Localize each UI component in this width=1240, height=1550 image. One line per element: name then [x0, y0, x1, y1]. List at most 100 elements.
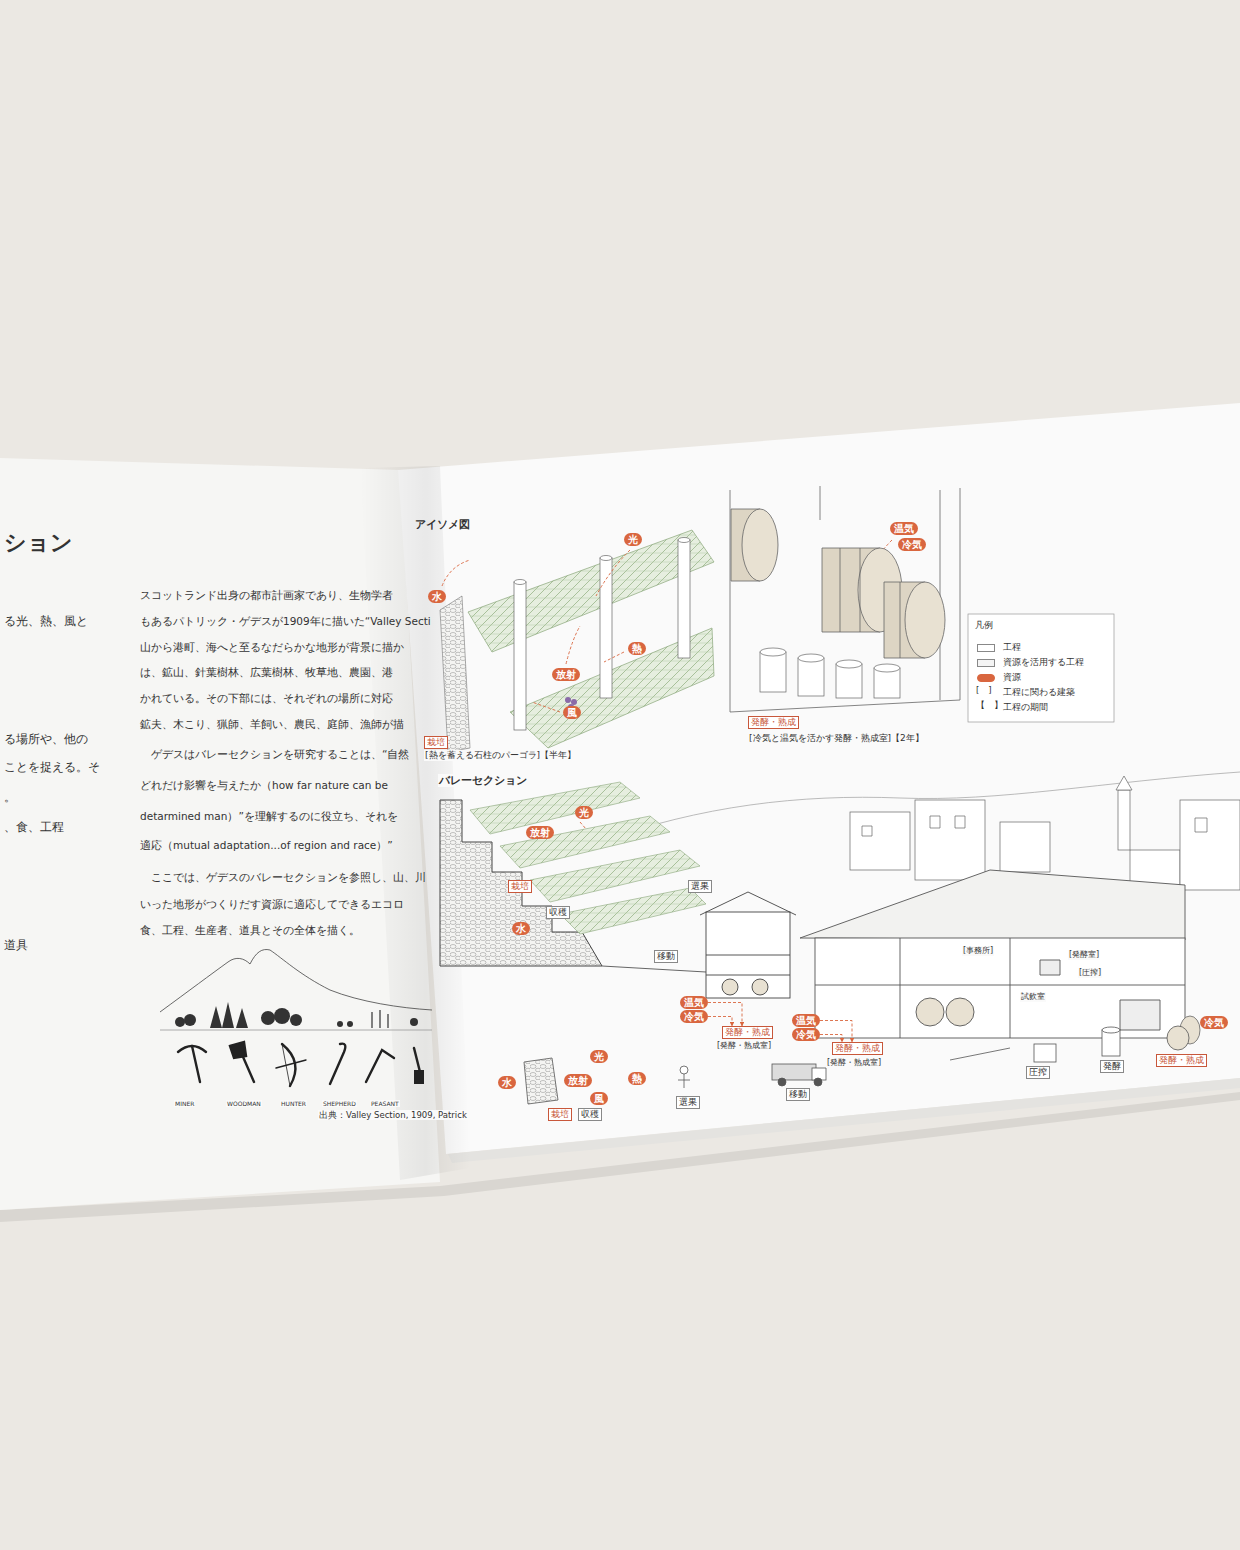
barrels [731, 509, 945, 658]
small-winery [706, 912, 790, 998]
node-text: 移動 [657, 951, 675, 962]
node-text: 温気 [796, 1014, 816, 1027]
town-houses [1116, 776, 1132, 790]
tool-icons [178, 1042, 424, 1086]
node-text: 圧搾 [1029, 1067, 1047, 1078]
process-strip [680, 1066, 688, 1074]
process-tag: 移動 [786, 1088, 810, 1101]
text-label: WOODMAN [226, 1100, 262, 1107]
resource-arrow [820, 1035, 842, 1043]
book-pages [0, 403, 1240, 1222]
process-strip [1102, 1027, 1120, 1033]
text-label: [圧搾] [1078, 968, 1102, 978]
text-label: アイソメ図 [415, 518, 470, 531]
text-label: [冷気と温気を活かす発酵・熟成室]【2年】 [748, 733, 925, 744]
tanks [798, 658, 824, 696]
small-winery [700, 892, 796, 998]
node-text: 冷気 [1204, 1016, 1224, 1029]
barrels [840, 548, 860, 632]
book-pages [398, 403, 1240, 1154]
legend-swatch [977, 644, 995, 652]
node-text: 光 [579, 806, 589, 819]
text-label: SHEPHERD [322, 1100, 357, 1107]
town-houses [850, 776, 1240, 890]
node-text: 放射 [556, 668, 576, 681]
node-text: 温気 [684, 996, 704, 1009]
text-label: [熱を蓄える石柱のパーゴラ]【半年】 [424, 750, 577, 761]
main-winery [1040, 960, 1160, 1030]
node-text: 選果 [679, 1097, 697, 1108]
resource-leaders [604, 652, 624, 662]
text-label: スコットランド出身の都市計画家であり、生物学者 [140, 589, 393, 602]
tree-icons [184, 1014, 196, 1026]
node-text: 収穫 [549, 907, 567, 918]
main-winery [800, 870, 1185, 1038]
node-text: 発酵・熟成 [835, 1043, 880, 1054]
node-text: 選果 [691, 881, 709, 892]
ground-line [602, 966, 706, 972]
resource-pill: 冷気 [898, 538, 926, 551]
resource-pill: 冷気 [1200, 1016, 1228, 1029]
text-label: 。 [4, 790, 16, 804]
text-label: 試飲室 [1020, 992, 1046, 1002]
process-strip [1167, 1026, 1189, 1050]
grapes [571, 699, 577, 705]
main-winery [916, 998, 944, 1026]
process-strip [772, 1064, 816, 1080]
process-tag: 発酵・熟成 [832, 1042, 883, 1055]
node-text: 発酵・熟成 [725, 1027, 770, 1038]
process-strip [1102, 1030, 1120, 1056]
resource-arrow [708, 1017, 732, 1027]
text-label: ことを捉える。そ [4, 760, 100, 774]
node-text: 放射 [568, 1074, 588, 1087]
process-tag: 発酵・熟成 [722, 1026, 773, 1039]
node-text: 冷気 [684, 1010, 704, 1023]
resource-arrow [820, 1021, 852, 1043]
tree-icons [236, 1008, 248, 1028]
text-label: 鉱夫、木こり、猟師、羊飼い、農民、庭師、漁師が描 [140, 718, 404, 731]
process-strip [814, 1078, 822, 1086]
node-text: 発酵 [1103, 1061, 1121, 1072]
resource-pill: 熱 [628, 642, 646, 655]
node-text: 発酵・熟成 [751, 717, 796, 728]
resource-pill: 冷気 [680, 1010, 708, 1023]
text-label: る場所や、他の [4, 732, 88, 746]
process-strip [778, 1078, 786, 1086]
legend-text: 資源 [1003, 672, 1021, 682]
node-text: 風 [594, 1092, 604, 1105]
tanks [836, 660, 862, 668]
grapes [565, 697, 571, 703]
town-houses [1180, 800, 1240, 890]
main-winery [800, 870, 1185, 940]
process-tag: 発酵・熟成 [748, 716, 799, 729]
tanks [874, 664, 900, 672]
resource-pill: 水 [428, 590, 446, 603]
barrels [905, 582, 945, 658]
text-label: [事務所] [962, 946, 994, 956]
process-strip [524, 1026, 1189, 1104]
node-text: 栽培 [427, 737, 445, 748]
stone-columns [514, 538, 690, 731]
process-tag: 発酵・熟成 [1156, 1054, 1207, 1067]
tree-icons [274, 1008, 290, 1024]
tanks [874, 668, 900, 698]
process-strip [1034, 1044, 1056, 1062]
tree-icons [210, 1006, 222, 1028]
node-text: 冷気 [902, 538, 922, 551]
node-text: 温気 [894, 522, 914, 535]
small-winery [752, 979, 768, 995]
node-text: 風 [567, 706, 577, 719]
text-label: 道具 [4, 938, 28, 952]
text-label: もあるパトリック・ゲデスが1909年に描いた“Valley Secti [140, 615, 431, 628]
small-winery [706, 955, 790, 975]
tool-icons [192, 1046, 200, 1082]
resource-pill: 光 [575, 806, 593, 819]
node-text: 水 [502, 1076, 512, 1089]
process-tag: 栽培 [548, 1108, 572, 1121]
text-label: どれだけ影響を与えたか（how far nature can be [140, 779, 388, 792]
resource-pill: 冷気 [792, 1028, 820, 1041]
stone-wall [440, 596, 470, 752]
node-text: 収穫 [581, 1109, 599, 1120]
